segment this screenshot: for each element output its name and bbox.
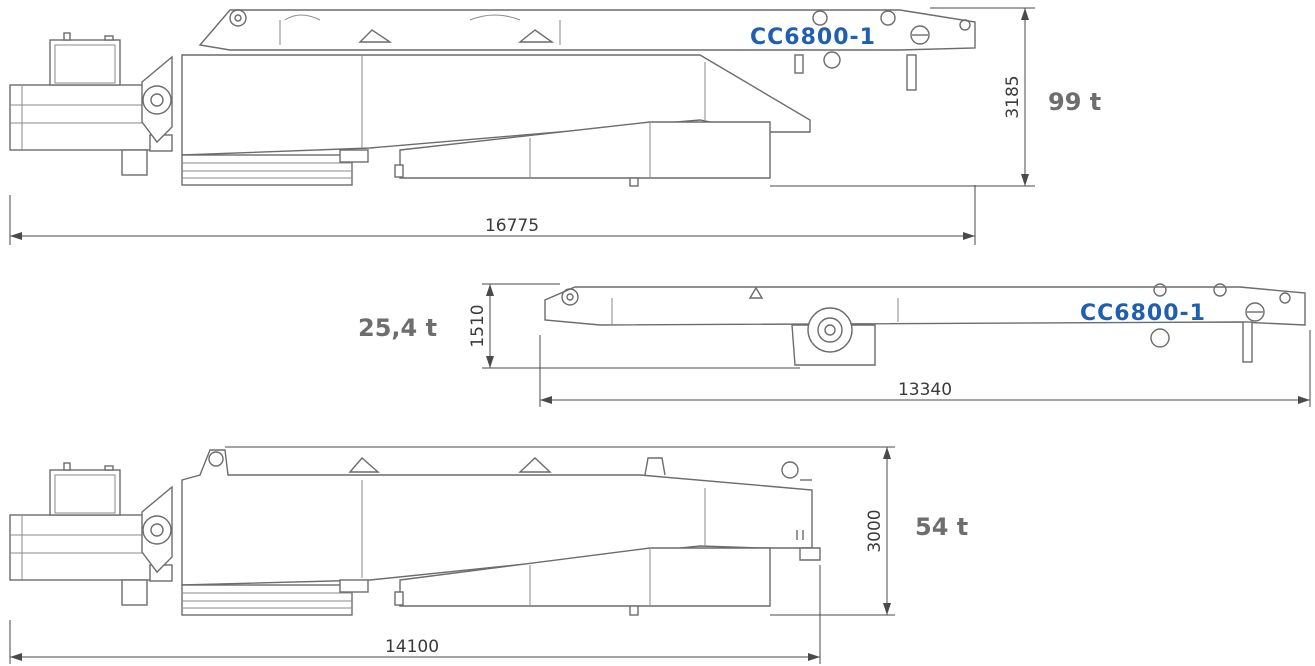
base-machine-outline bbox=[9, 449, 821, 616]
full-crane-logo: CC6800-1 bbox=[750, 25, 876, 50]
base-weight-label: 54 t bbox=[915, 513, 968, 541]
base-length-dimension: 14100 bbox=[9, 565, 821, 664]
full-crane-outline: CC6800-1 bbox=[9, 9, 976, 187]
full-length-label: 16775 bbox=[485, 216, 539, 236]
base-height-label: 3000 bbox=[865, 509, 885, 552]
boom-height-dimension: 1510 bbox=[468, 283, 800, 369]
view-boom: CC6800-1 13340 1510 25,4 t bbox=[358, 283, 1311, 407]
full-height-dimension: 3185 bbox=[770, 7, 1035, 187]
boom-length-dimension: 13340 bbox=[539, 330, 1311, 407]
boom-outline: CC6800-1 bbox=[544, 283, 1306, 366]
base-height-dimension: 3000 bbox=[225, 446, 895, 616]
view-full-crane: CC6800-1 16775 3185 99 t bbox=[9, 7, 1101, 245]
full-height-label: 3185 bbox=[1003, 75, 1023, 118]
view-base-machine: 14100 3000 54 t bbox=[9, 446, 968, 664]
boom-logo: CC6800-1 bbox=[1080, 301, 1206, 326]
boom-weight-label: 25,4 t bbox=[358, 314, 437, 342]
boom-height-label: 1510 bbox=[468, 304, 488, 347]
full-weight-label: 99 t bbox=[1048, 88, 1101, 116]
base-length-label: 14100 bbox=[385, 637, 439, 657]
boom-length-label: 13340 bbox=[898, 380, 952, 400]
full-length-dimension: 16775 bbox=[9, 185, 976, 245]
